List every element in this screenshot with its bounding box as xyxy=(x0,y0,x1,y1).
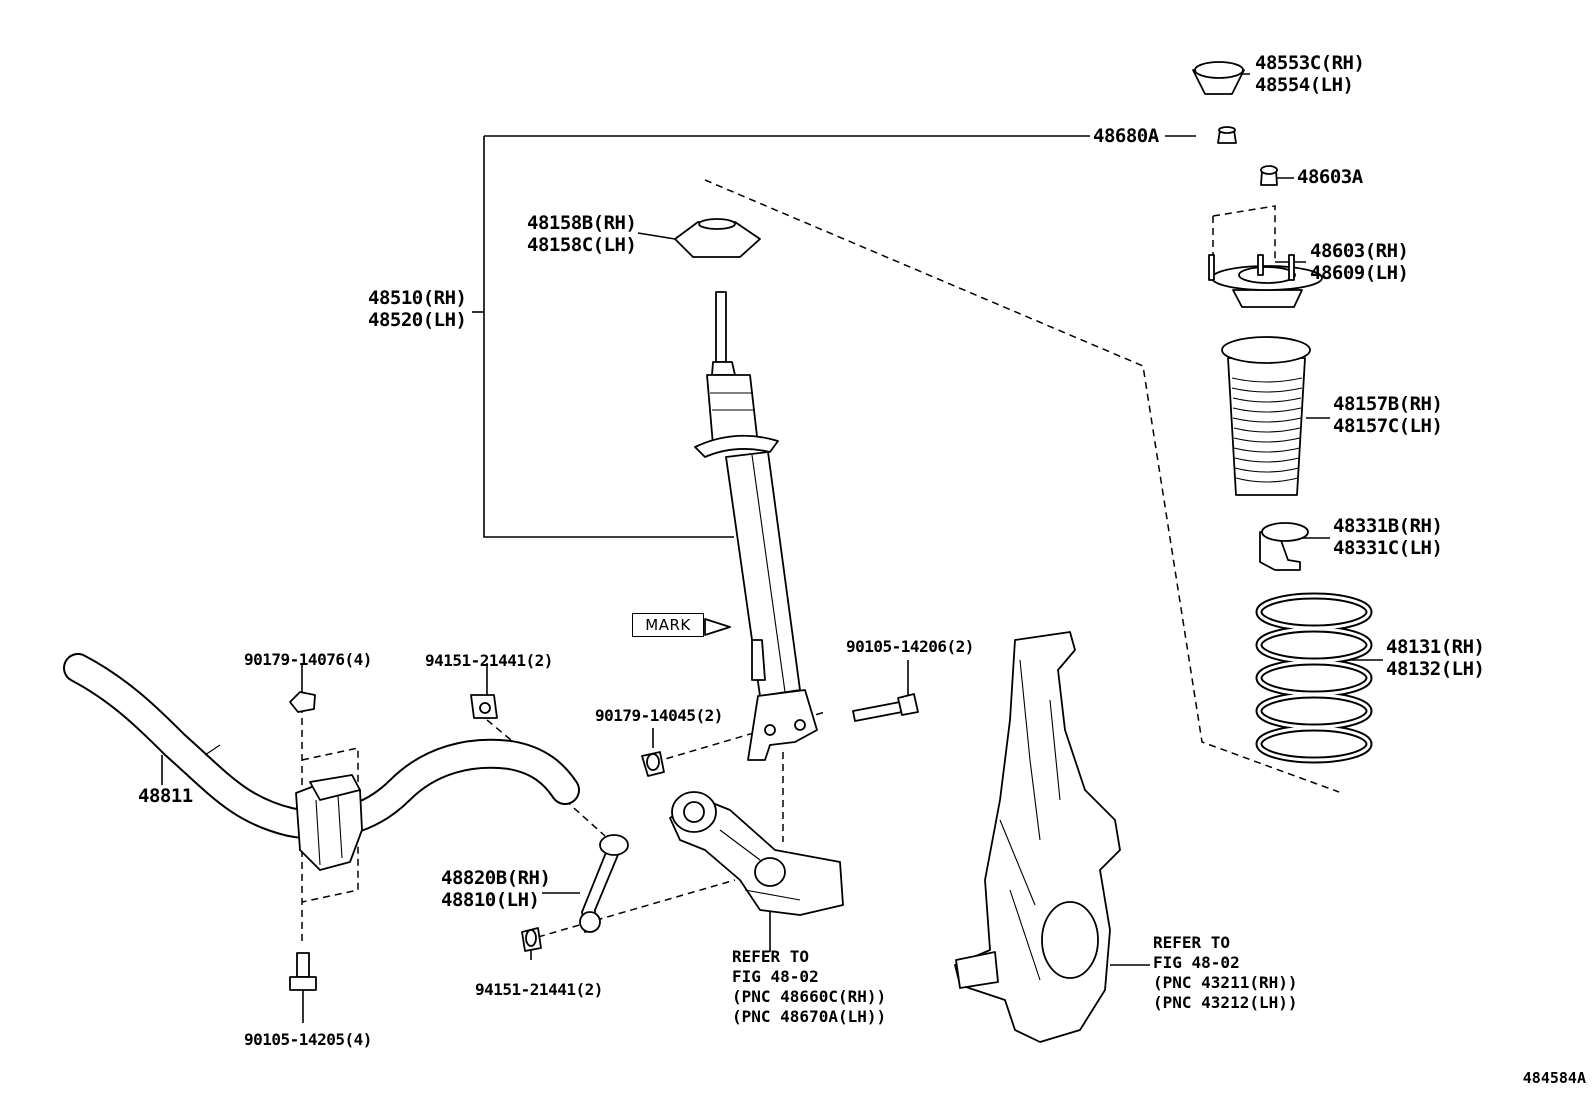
nut-icon xyxy=(521,927,542,952)
strut-assembly-icon xyxy=(694,291,818,761)
upper-cap-icon xyxy=(1192,61,1245,95)
callout-94151-bottom: 94151-21441(2) xyxy=(475,980,603,999)
nut-icon xyxy=(470,694,498,719)
mark-arrow-icon xyxy=(704,618,731,636)
refer-note-knuckle: REFER TO FIG 48-02 (PNC 43211(RH)) (PNC … xyxy=(1153,933,1298,1013)
callout-90105-14206: 90105-14206(2) xyxy=(846,637,974,656)
note-line: (PNC 43211(RH)) xyxy=(1153,973,1298,992)
bolt-icon xyxy=(289,952,317,991)
callout-48603A: 48603A xyxy=(1297,166,1363,188)
support-mount-icon xyxy=(1208,254,1323,308)
part-number: 48158C(LH) xyxy=(527,234,637,256)
callout-94151-top: 94151-21441(2) xyxy=(425,651,553,670)
callout-90105-14205: 90105-14205(4) xyxy=(244,1030,372,1049)
nut-icon xyxy=(641,751,665,777)
part-number: 48157B(RH) xyxy=(1333,393,1443,415)
bolt-icon xyxy=(852,693,919,722)
part-number: 48158B(RH) xyxy=(527,212,637,234)
spring-insulator-icon xyxy=(674,218,761,258)
note-line: FIG 48-02 xyxy=(1153,953,1240,972)
stabilizer-link-icon xyxy=(579,834,629,933)
steering-knuckle-icon xyxy=(954,631,1121,1043)
part-number: 48157C(LH) xyxy=(1333,415,1443,437)
note-line: REFER TO xyxy=(1153,933,1231,952)
note-line: (PNC 43212(LH)) xyxy=(1153,993,1298,1012)
part-number: 48810(LH) xyxy=(441,889,540,911)
note-line: (PNC 48660C(RH)) xyxy=(732,987,887,1006)
part-number: 48131(RH) xyxy=(1386,636,1485,658)
part-number: 48609(LH) xyxy=(1310,262,1409,284)
part-number: 48331C(LH) xyxy=(1333,537,1443,559)
callout-90179-14045: 90179-14045(2) xyxy=(595,706,723,725)
nut-icon xyxy=(289,691,316,713)
callout-48158: 48158B(RH) 48158C(LH) xyxy=(527,212,637,256)
callout-48603: 48603(RH) 48609(LH) xyxy=(1310,240,1409,284)
callout-48553: 48553C(RH) 48554(LH) xyxy=(1255,52,1365,96)
part-number: 48553C(RH) xyxy=(1255,52,1365,74)
nut-icon xyxy=(1260,165,1278,186)
part-number: 48510(RH) xyxy=(368,287,467,309)
part-number: 48554(LH) xyxy=(1255,74,1354,96)
nut-icon xyxy=(1217,126,1237,144)
callout-48331: 48331B(RH) 48331C(LH) xyxy=(1333,515,1443,559)
part-number: 48603(RH) xyxy=(1310,240,1409,262)
note-line: (PNC 48670A(LH)) xyxy=(732,1007,887,1026)
callout-48820: 48820B(RH) 48810(LH) xyxy=(441,867,551,911)
part-number: 48132(LH) xyxy=(1386,658,1485,680)
callout-48811: 48811 xyxy=(138,785,193,807)
bump-stopper-icon xyxy=(1259,522,1309,571)
bellows-boot-icon xyxy=(1221,336,1311,496)
stabilizer-bar-icon xyxy=(63,653,580,871)
figure-id: 484584A xyxy=(1522,1069,1586,1087)
callout-90179-14076: 90179-14076(4) xyxy=(244,650,372,669)
callout-48680A: 48680A xyxy=(1093,125,1159,147)
callout-48131: 48131(RH) 48132(LH) xyxy=(1386,636,1485,680)
coil-spring-icon xyxy=(1255,592,1373,764)
part-number: 48520(LH) xyxy=(368,309,467,331)
callout-48157: 48157B(RH) 48157C(LH) xyxy=(1333,393,1443,437)
lower-arm-icon xyxy=(669,791,844,916)
part-number: 48331B(RH) xyxy=(1333,515,1443,537)
mark-label: MARK xyxy=(632,613,704,637)
note-line: FIG 48-02 xyxy=(732,967,819,986)
callout-48510: 48510(RH) 48520(LH) xyxy=(368,287,467,331)
refer-note-lower-arm: REFER TO FIG 48-02 (PNC 48660C(RH)) (PNC… xyxy=(732,947,886,1027)
note-line: REFER TO xyxy=(732,947,810,966)
part-number: 48820B(RH) xyxy=(441,867,551,889)
